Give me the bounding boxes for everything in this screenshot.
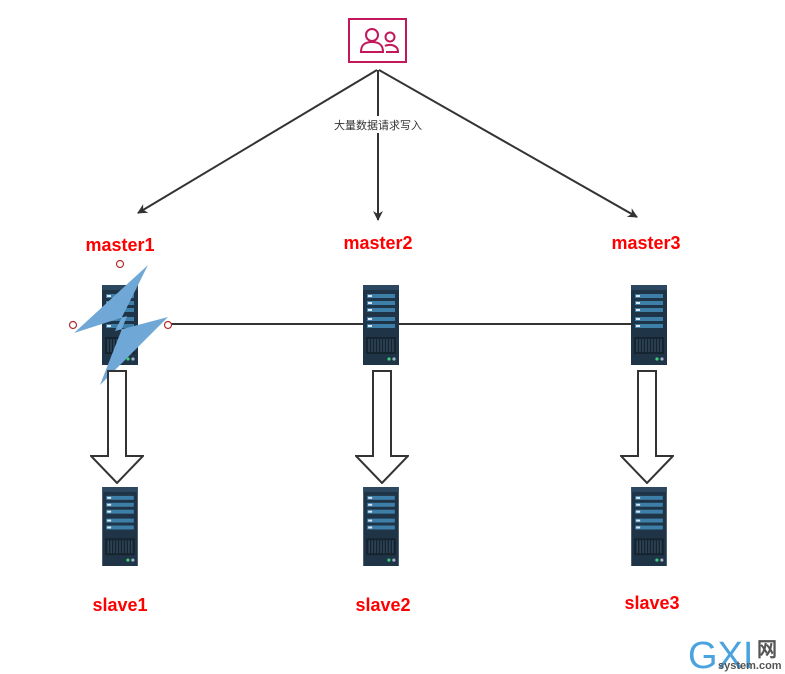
slave3-label: slave3 — [624, 593, 679, 613]
request-edges — [137, 69, 638, 221]
watermark-logo: GXI 网 system.com — [688, 635, 782, 674]
users-icon — [359, 28, 400, 53]
master2-label: master2 — [343, 233, 412, 253]
watermark-cn: 网 — [757, 637, 777, 661]
master1-label: master1 — [85, 235, 154, 255]
master3-label: master3 — [611, 233, 680, 253]
slave2-server-icon — [363, 487, 399, 566]
master2-server-icon — [363, 285, 399, 365]
slave1-server-icon — [102, 487, 138, 566]
selection-handle-right[interactable] — [163, 320, 173, 330]
client-node — [348, 18, 407, 63]
edge-label: 大量数据请求写入 — [334, 118, 422, 132]
edge-to-master1 — [137, 69, 378, 214]
replication-arrow-1 — [90, 370, 144, 484]
slave1-label: slave1 — [92, 595, 147, 615]
selection-handle-left[interactable] — [68, 320, 78, 330]
edge-to-master3 — [378, 69, 638, 218]
selection-handle-top[interactable] — [115, 259, 125, 269]
watermark-site: system.com — [718, 660, 782, 672]
slave2-label: slave2 — [355, 595, 410, 615]
slave3-server-icon — [631, 487, 667, 566]
replication-arrow-2 — [355, 370, 409, 484]
master3-server-icon — [631, 285, 667, 365]
replication-arrow-3 — [620, 370, 674, 484]
watermark-brand: GXI — [688, 635, 753, 674]
